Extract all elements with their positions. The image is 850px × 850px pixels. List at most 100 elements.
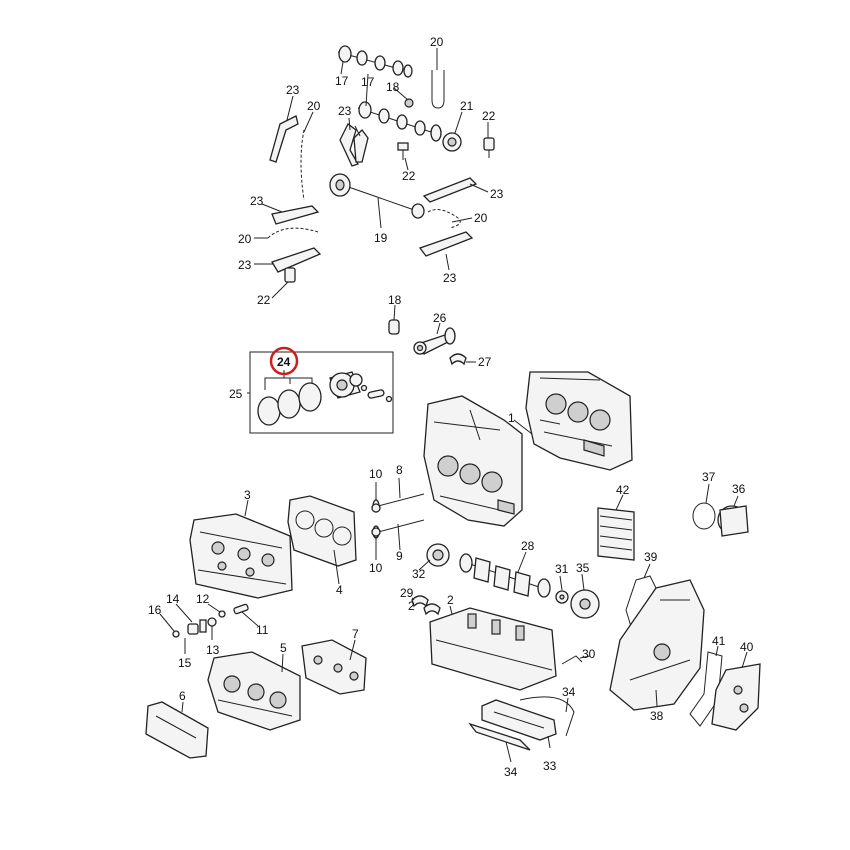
callout-22[interactable]: 22: [482, 109, 496, 123]
callout-23[interactable]: 23: [250, 194, 264, 208]
callout-23[interactable]: 23: [238, 258, 252, 272]
callout-15[interactable]: 15: [178, 656, 192, 670]
camshaft-lower[interactable]: [357, 101, 442, 142]
callout-8[interactable]: 8: [396, 463, 403, 477]
callout-36[interactable]: 36: [732, 482, 746, 496]
callout-23[interactable]: 23: [338, 104, 352, 118]
callout-10[interactable]: 10: [369, 467, 383, 481]
callout-18[interactable]: 18: [386, 80, 400, 94]
callout-24[interactable]: 24: [277, 355, 291, 369]
chain-guides[interactable]: [269, 115, 478, 273]
engine-block-right[interactable]: [525, 371, 633, 471]
callout-33[interactable]: 33: [543, 759, 557, 773]
callout-30[interactable]: 30: [582, 647, 596, 661]
callout-11[interactable]: 11: [256, 623, 269, 637]
callout-18[interactable]: 18: [388, 293, 402, 307]
cylinder-head-lower[interactable]: [207, 651, 301, 731]
callout-5[interactable]: 5: [280, 641, 287, 655]
callout-2[interactable]: 2: [447, 593, 454, 607]
oil-cooler[interactable]: [597, 507, 635, 561]
callout-25[interactable]: 25: [229, 387, 243, 401]
callout-29[interactable]: 29: [400, 586, 414, 600]
leaders-block: [513, 419, 533, 435]
callout-16[interactable]: 16: [148, 603, 162, 617]
timing-chain-vertical[interactable]: [267, 70, 461, 239]
callout-14[interactable]: 14: [166, 592, 180, 606]
cover-gasket-right[interactable]: [689, 651, 723, 727]
callout-13[interactable]: 13: [206, 643, 220, 657]
callout-2[interactable]: 2: [408, 599, 415, 613]
callout-17[interactable]: 17: [335, 74, 349, 88]
callout-6[interactable]: 6: [179, 689, 186, 703]
crankshaft-seal[interactable]: [426, 543, 450, 567]
leaders-heads: [244, 477, 401, 585]
water-pump[interactable]: [717, 505, 749, 537]
callout-42[interactable]: 42: [616, 483, 630, 497]
camshaft-carrier[interactable]: [301, 639, 367, 695]
connecting-rod[interactable]: [413, 327, 456, 355]
callout-20[interactable]: 20: [307, 99, 321, 113]
bearing-insert-18[interactable]: [388, 319, 400, 335]
callout-21[interactable]: 21: [460, 99, 474, 113]
callout-22[interactable]: 22: [257, 293, 271, 307]
callout-12[interactable]: 12: [196, 592, 210, 606]
callout-22[interactable]: 22: [402, 169, 416, 183]
intermediate-shaft[interactable]: [329, 173, 425, 219]
callout-35[interactable]: 35: [576, 561, 590, 575]
leaders-crank: [411, 551, 591, 763]
crankshaft[interactable]: [459, 553, 551, 598]
valve-seals[interactable]: [371, 503, 381, 537]
callout-37[interactable]: 37: [702, 470, 716, 484]
callout-34[interactable]: 34: [504, 765, 518, 779]
callout-7[interactable]: 7: [352, 627, 359, 641]
rod-bearing[interactable]: [449, 353, 467, 366]
small-fittings-left[interactable]: [172, 603, 249, 638]
callout-32[interactable]: 32: [412, 567, 426, 581]
head-gasket[interactable]: [287, 495, 357, 567]
timing-cover[interactable]: [609, 579, 705, 711]
callout-39[interactable]: 39: [644, 550, 658, 564]
leaders-right: [615, 483, 748, 707]
callout-34[interactable]: 34: [562, 685, 576, 699]
callout-17[interactable]: 17: [361, 75, 375, 89]
callout-38[interactable]: 38: [650, 709, 664, 723]
callout-23[interactable]: 23: [286, 83, 300, 97]
water-pump-gasket[interactable]: [692, 502, 716, 530]
bearing-shells[interactable]: [411, 595, 441, 616]
callout-9[interactable]: 9: [396, 549, 403, 563]
callout-labels: 17 17 18 20 21 22 23 20 23 22 23 23 20 1…: [148, 35, 754, 779]
cam-cover-right[interactable]: [711, 663, 761, 731]
seal-washer[interactable]: [555, 590, 569, 604]
callout-27[interactable]: 27: [478, 355, 492, 369]
oil-pan-gaskets[interactable]: [468, 696, 575, 751]
callout-10[interactable]: 10: [369, 561, 383, 575]
callout-26[interactable]: 26: [433, 311, 447, 325]
callout-19[interactable]: 19: [374, 231, 388, 245]
leaders-top: [254, 48, 489, 299]
oil-pump-link[interactable]: [561, 655, 583, 665]
callout-31[interactable]: 31: [555, 562, 569, 576]
callout-41[interactable]: 41: [712, 634, 726, 648]
callout-23[interactable]: 23: [443, 271, 457, 285]
leaders-lower-left: [181, 639, 356, 713]
camshaft-upper[interactable]: [337, 45, 413, 78]
callout-4[interactable]: 4: [336, 583, 343, 597]
crank-pulley[interactable]: [570, 589, 600, 619]
leaders-small-left: [159, 603, 259, 654]
camshaft-sprocket[interactable]: [442, 132, 462, 152]
callout-3[interactable]: 3: [244, 488, 251, 502]
cylinder-head-left[interactable]: [189, 513, 293, 599]
callout-40[interactable]: 40: [740, 640, 754, 654]
valve-cover-gasket[interactable]: [145, 701, 209, 759]
callout-20[interactable]: 20: [430, 35, 444, 49]
piston-assembly-box[interactable]: [249, 351, 394, 434]
callout-20[interactable]: 20: [474, 211, 488, 225]
callout-1[interactable]: 1: [508, 411, 515, 425]
callout-20[interactable]: 20: [238, 232, 252, 246]
crankcase-lower[interactable]: [429, 607, 557, 691]
chain-tensioners[interactable]: [284, 98, 495, 283]
callout-28[interactable]: 28: [521, 539, 535, 553]
engine-block-left[interactable]: [423, 395, 523, 527]
callout-23[interactable]: 23: [490, 187, 504, 201]
